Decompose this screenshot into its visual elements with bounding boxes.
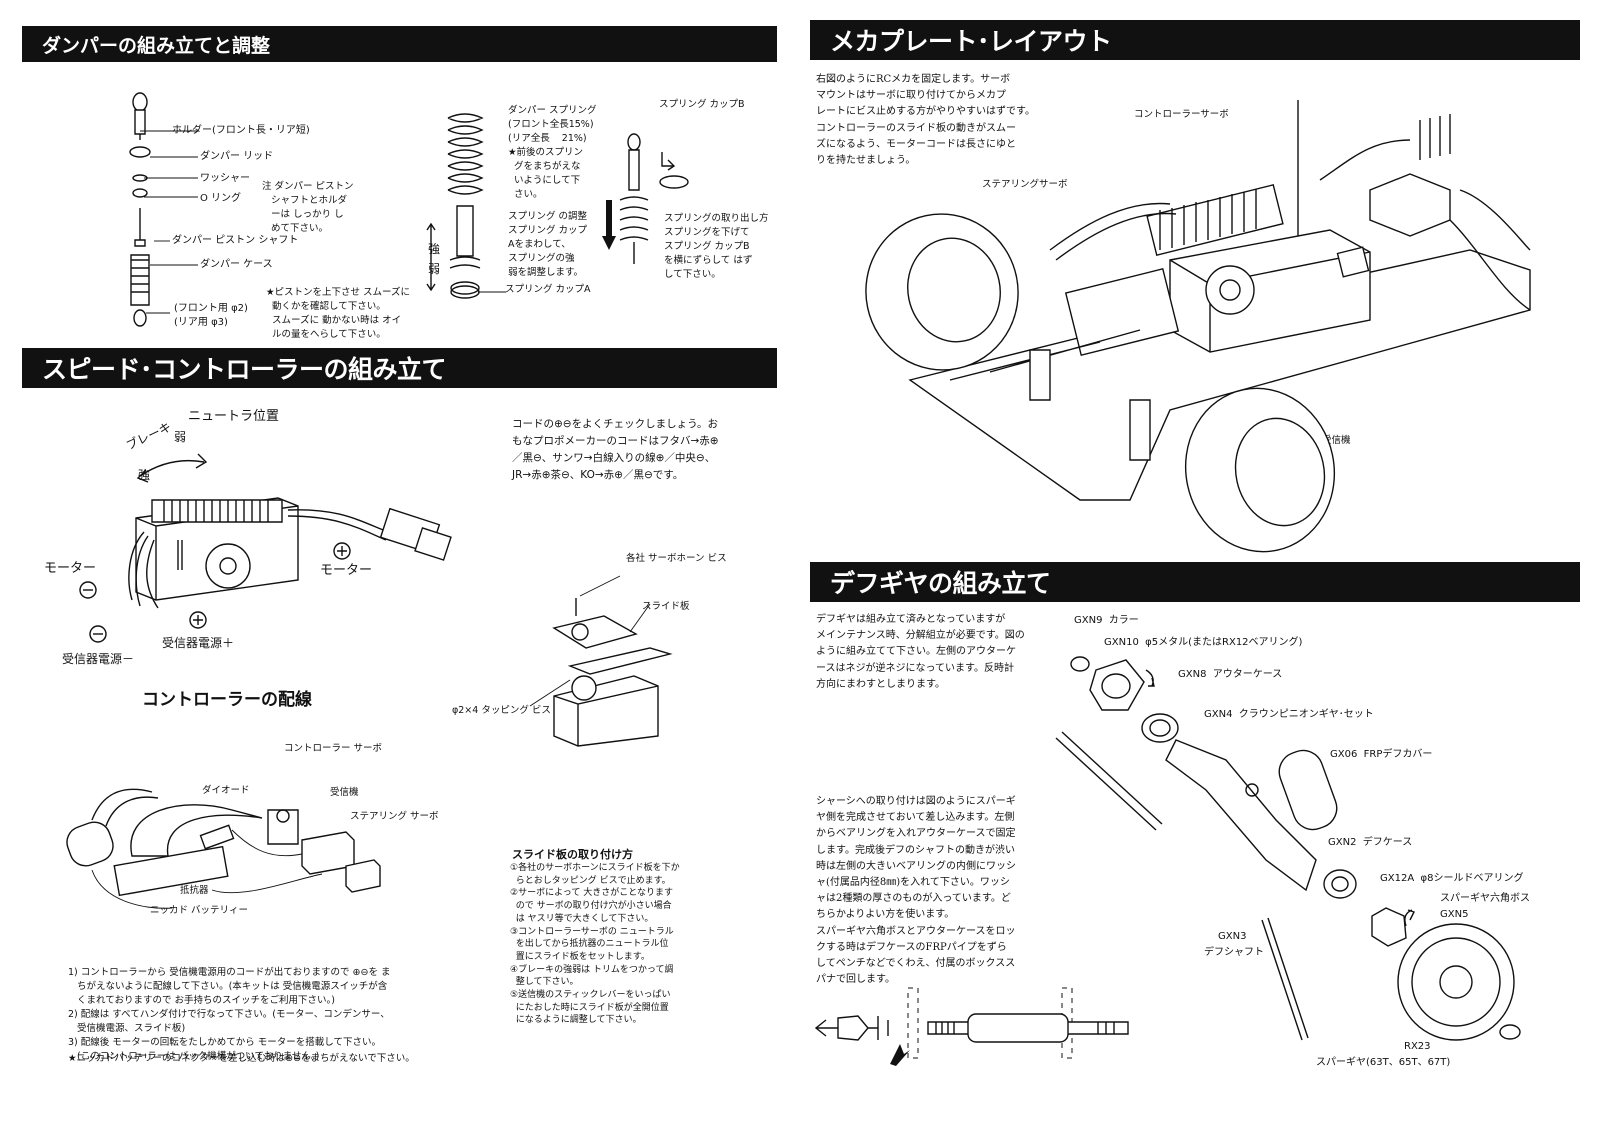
mech-receiver: 受信機 xyxy=(1322,435,1351,446)
cup-b-label: スプリング カップB xyxy=(659,99,745,110)
nicad-star-note: ★ニッカドバッテリーのコネクターを差し込む時は⊕⊖をまちがえないで下さい。 xyxy=(68,1053,415,1064)
slide-plate-label: スライド板 xyxy=(642,601,690,612)
rx-minus-label: 受信器電源－ xyxy=(62,652,135,666)
holder-label: ホルダー(フロント長・リア短) xyxy=(172,125,310,136)
gxn5-label: GXN5 xyxy=(1440,909,1469,920)
mech-text: 右図のようにRCメカを固定します。サーボ マウントはサーボに取り付けてからメカプ… xyxy=(816,74,1035,167)
speed-section-title: スピード･コントローラーの組み立て xyxy=(22,348,777,388)
tapping-label: φ2×4 タッピング ビス xyxy=(452,705,551,716)
rx-plus-label: 受信器電源＋ xyxy=(162,636,235,650)
lid-label: ダンパー リッド xyxy=(200,151,274,162)
wiring-nicad: ニッカド バッテリィー xyxy=(150,905,249,916)
gxn8-label: GXN8 アウターケース xyxy=(1178,669,1283,680)
removal-note: スプリングの取り出し方 スプリングを下げて スプリング カップB を横にずらして… xyxy=(664,213,769,280)
shaft-label: デフシャフト xyxy=(1204,947,1264,958)
right-page: メカプレート･レイアウト 右図のようにRCメカを固定します。サーボ マウントはサ… xyxy=(800,0,1600,1128)
motor-plus-label: モーター xyxy=(320,563,373,578)
wiring-receiver: 受信機 xyxy=(330,787,359,798)
spur-label: スパーギヤ(63T、65T、67T) xyxy=(1316,1057,1451,1068)
diff-text: デフギヤは組み立て済みとなっていますが メインテナンス時、分解組立が必要です。図… xyxy=(816,614,1025,690)
chassis-mount-illustration xyxy=(808,976,1178,1066)
oring-label: O リング xyxy=(200,193,242,204)
speed-controller-illustration xyxy=(118,440,478,610)
piston-note: ★ピストンを上下させ スムーズに 動くかを確認して下さい。 スムーズに 動かない… xyxy=(266,287,411,340)
neutral-label: ニュートラ位置 xyxy=(188,409,280,424)
gxn4-label: GXN4 クラウンピニオンギヤ･セット xyxy=(1204,709,1374,720)
left-page: ダンパーの組み立てと調整 ホルダー(フロント長・リア短) ダンパー リッド ワッ… xyxy=(22,26,777,1064)
chassis-illustration xyxy=(850,80,1530,530)
slide-plate-title: スライド板の取り付け方 xyxy=(512,848,633,861)
case-label: ダンパー ケース xyxy=(200,259,273,270)
adjust-arrow xyxy=(426,222,436,292)
tighten-note: 注 ダンパー ピストン シャフトとホルダ ーは しっかり し めて下さい。 xyxy=(262,181,354,234)
washer-label: ワッシャー xyxy=(200,173,250,184)
spring-damper-illustration xyxy=(440,110,490,310)
damper-leader-lines xyxy=(140,125,200,325)
gx06-label: GX06 FRPデフカバー xyxy=(1330,749,1433,760)
slide-plate-steps: ①各社のサーボホーンにスライド板を下か らとおしタッピング ビスで止めます。 ②… xyxy=(510,863,680,1026)
wiring-diode: ダイオード xyxy=(202,785,250,796)
size-label: (フロント用 φ2) (リア用 φ3) xyxy=(174,303,248,328)
diff-text-2: シャーシへの取り付けは図のようにスパーギ ヤ側を完成させておいて差し込みます。左… xyxy=(816,796,1016,986)
damper-exploded-illustration xyxy=(120,90,160,330)
motor-minus-label: モーター xyxy=(44,561,97,576)
diff-exploded-illustration xyxy=(1056,620,1536,1060)
mech-ctrl-servo: コントローラーサーボ xyxy=(1134,109,1229,120)
cup-a-leader xyxy=(478,290,508,294)
mech-section-title: メカプレート･レイアウト xyxy=(810,20,1580,60)
gxn3-label: GXN3 xyxy=(1218,931,1247,942)
wiring-title: コントローラーの配線 xyxy=(142,690,312,710)
gxn5-desc: スパーギヤ六角ボス xyxy=(1440,893,1530,904)
wiring-illustration xyxy=(62,770,392,920)
cord-note: コードの⊕⊖をよくチェックしましょう。お もなプロポメーカーのコードはフタバ→赤… xyxy=(512,418,719,481)
brake-weak: 弱 xyxy=(174,430,187,444)
cup-b-illustration xyxy=(614,130,694,270)
down-arrow xyxy=(602,200,616,250)
gx12a-label: GX12A φ8シールドベアリング xyxy=(1380,873,1524,884)
piston-shaft-label: ダンパー ピストン シャフト xyxy=(172,235,299,246)
wiring-notes: 1) コントローラーから 受信機電源用のコードが出ておりますので ⊕⊖を ま ち… xyxy=(68,967,391,1062)
rx23-label: RX23 xyxy=(1404,1041,1431,1052)
gxn10-label: GXN10 φ5メタル(またはRX12ベアリング) xyxy=(1104,637,1303,648)
diff-section-title: デフギヤの組み立て xyxy=(810,562,1580,602)
spring-label: ダンパー スプリング (フロント全長15%) (リア全長 21%) ★前後のスプ… xyxy=(508,105,597,200)
mech-steering-servo: ステアリングサーボ xyxy=(982,179,1068,190)
cup-a-label: スプリング カップA xyxy=(505,284,591,295)
servo-horn-label: 各社 サーボホーン ビス xyxy=(626,553,727,564)
wiring-steering-servo: ステアリング サーボ xyxy=(350,811,439,822)
servo-slide-illustration xyxy=(540,576,690,746)
polarity-symbols xyxy=(78,542,378,612)
gxn2-label: GXN2 デフケース xyxy=(1328,837,1413,848)
spring-adjust: スプリング の調整 スプリング カップ Aをまわして、 スプリングの強 弱を調整… xyxy=(508,211,588,278)
gxn9-label: GXN9 カラー xyxy=(1074,615,1139,626)
wiring-resistor: 抵抗器 xyxy=(180,885,209,896)
damper-section-title: ダンパーの組み立てと調整 xyxy=(22,26,777,62)
wiring-ctrl-servo: コントローラー サーボ xyxy=(284,743,383,754)
